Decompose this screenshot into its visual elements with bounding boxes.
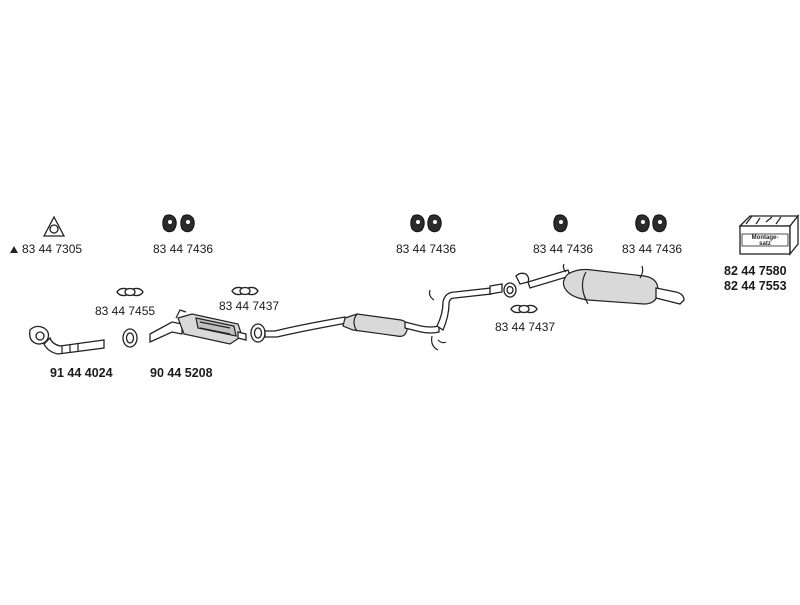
part-number-rubber-mount: 83 44 7436 — [533, 242, 594, 256]
front-pipe — [29, 325, 105, 355]
center-silencer — [342, 313, 440, 337]
part-number-rubber-mount: 83 44 7436 — [622, 242, 683, 256]
part-number-gasket-rear: 83 44 7437 — [495, 320, 556, 334]
part-number-gasket-front: 83 44 7455 — [95, 304, 156, 318]
flange-gasket-icon — [116, 287, 144, 297]
rear-silencer — [527, 263, 685, 305]
rubber-mount-icon — [410, 214, 442, 233]
flange-gasket-icon — [503, 272, 530, 298]
part-number-gasket-triangle: 83 44 7305 — [10, 242, 82, 256]
catalytic-converter — [149, 309, 247, 345]
mid-pipe — [250, 316, 348, 343]
rubber-mount-icon — [162, 214, 195, 233]
kit-box-label: Montage- satz — [742, 235, 788, 247]
part-number-gasket-mid: 83 44 7437 — [219, 299, 280, 313]
rear-pipe — [428, 283, 503, 351]
part-number-mounting-kit-2: 82 44 7553 — [724, 279, 787, 293]
kit-box-label-line2: satz — [759, 241, 771, 247]
triangle-gasket-icon — [42, 215, 66, 237]
part-number-front-pipe: 91 44 4024 — [50, 366, 113, 380]
part-number-mounting-kit-1: 82 44 7580 — [724, 264, 787, 278]
mounting-kit-box-icon — [738, 214, 800, 256]
flange-gasket-icon — [231, 286, 259, 296]
part-number-rubber-mount: 83 44 7436 — [153, 242, 214, 256]
flange-gasket-icon — [122, 328, 138, 348]
rubber-mount-icon — [553, 214, 568, 233]
part-number-rubber-mount: 83 44 7436 — [396, 242, 457, 256]
flange-gasket-icon — [510, 304, 538, 314]
kit-box-label-line1: Montage- — [751, 235, 779, 241]
part-number-catalytic-converter: 90 44 5208 — [150, 366, 213, 380]
rubber-mount-icon — [635, 214, 667, 233]
